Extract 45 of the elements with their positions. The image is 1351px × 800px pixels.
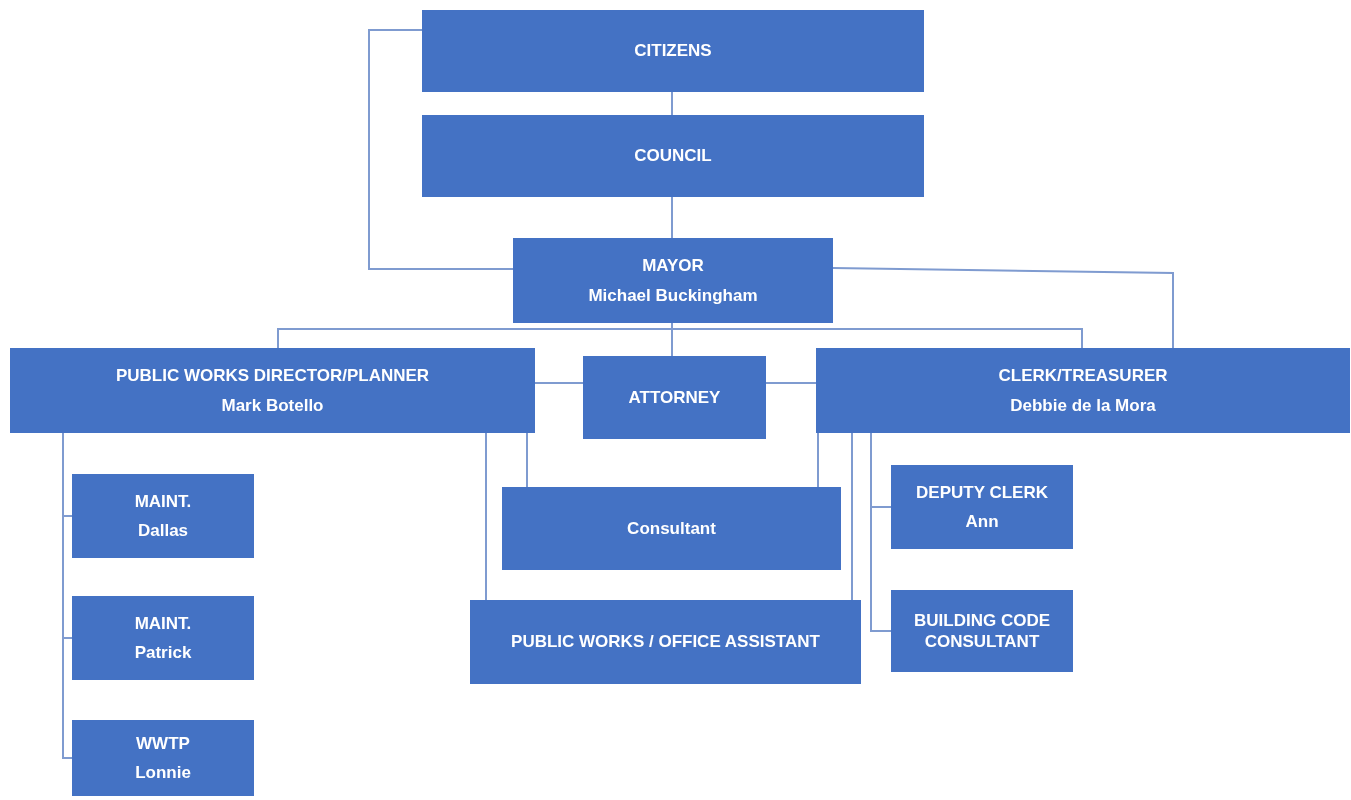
person-name: Michael Buckingham [588, 284, 758, 306]
role-title: MAYOR [642, 255, 704, 277]
role-title: ATTORNEY [628, 386, 721, 409]
org-box [891, 590, 1073, 672]
role-title: BUILDING CODE CONSULTANT [913, 609, 1051, 653]
person-name: Debbie de la Mora [1010, 394, 1156, 416]
role-title: Consultant [627, 517, 716, 540]
person-name: Lonnie [135, 762, 191, 784]
role-title: PUBLIC WORKS / OFFICE ASSISTANT [511, 631, 820, 653]
role-title: MAINT. [134, 490, 192, 512]
org-box [422, 115, 924, 197]
person-name: Ann [965, 511, 999, 533]
person-name: Dallas [137, 520, 189, 542]
org-box [502, 487, 841, 570]
connector-line [671, 91, 673, 116]
connector-line [817, 432, 819, 488]
org-box [816, 348, 1350, 433]
connector-line [870, 432, 892, 632]
connector-line [851, 432, 853, 601]
org-box [422, 10, 924, 92]
connector-line [832, 267, 1174, 349]
connector-line [368, 29, 514, 270]
org-box [470, 600, 861, 684]
connector-line [526, 432, 528, 488]
org-box [583, 356, 766, 439]
connector-line [62, 432, 73, 759]
role-title: PUBLIC WORKS DIRECTOR/PLANNER [115, 365, 430, 387]
person-name: Mark Botello [221, 394, 324, 416]
org-box [10, 348, 535, 433]
role-title: CLERK/TREASURER [998, 365, 1168, 387]
person-name: Patrick [134, 642, 192, 664]
role-title: CITIZENS [634, 40, 712, 62]
connector-line [671, 196, 673, 239]
org-box [72, 720, 254, 796]
connector-line [485, 432, 487, 601]
role-title: DEPUTY CLERK [916, 481, 1048, 503]
org-box [72, 474, 254, 558]
role-title: WWTP [136, 732, 190, 754]
connector-line [534, 382, 584, 384]
role-title: MAINT. [134, 612, 192, 634]
connector-line [765, 382, 817, 384]
org-box [891, 465, 1073, 549]
org-box [72, 596, 254, 680]
org-box [513, 238, 833, 323]
role-title: COUNCIL [634, 145, 712, 167]
